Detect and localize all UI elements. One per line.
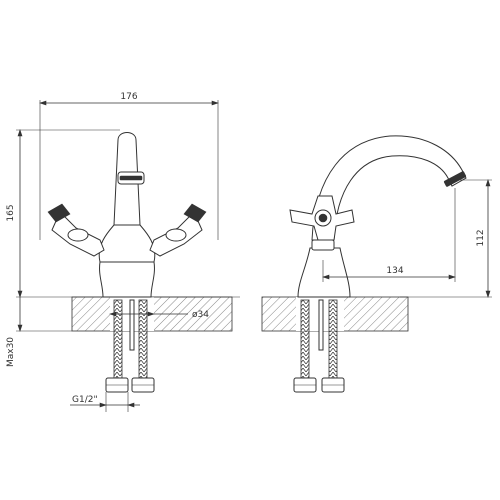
dim-thread: G1/2" bbox=[70, 392, 140, 412]
dim-spout-height-label: 112 bbox=[476, 229, 486, 246]
side-supply-hoses bbox=[293, 299, 345, 393]
dim-hole-diameter: ø34 bbox=[109, 310, 209, 320]
dim-deck-thickness: Max30 bbox=[6, 297, 72, 367]
dim-thread-label: G1/2" bbox=[72, 395, 98, 405]
dim-spout-reach: 134 bbox=[322, 188, 456, 282]
front-body-column bbox=[98, 224, 156, 263]
dim-height-label: 165 bbox=[6, 204, 16, 221]
side-body bbox=[297, 247, 351, 298]
dim-spout-height: 112 bbox=[400, 179, 492, 298]
front-right-handle bbox=[149, 203, 207, 257]
dim-spout-reach-label: 134 bbox=[386, 266, 403, 276]
side-aerator bbox=[443, 171, 467, 187]
front-aerator-ring bbox=[119, 175, 143, 181]
side-cross-handle bbox=[289, 195, 355, 251]
side-spout bbox=[311, 135, 467, 241]
side-view: 112 134 bbox=[261, 135, 492, 393]
dim-width-label: 176 bbox=[120, 92, 137, 102]
dim-hole-diameter-label: ø34 bbox=[192, 310, 209, 320]
dim-deck-thickness-label: Max30 bbox=[6, 337, 16, 367]
front-left-handle bbox=[47, 203, 105, 257]
front-supply-hoses bbox=[105, 299, 155, 393]
front-body-base bbox=[99, 261, 155, 298]
front-view: 176 165 Max30 ø34 bbox=[6, 92, 240, 412]
dim-height-overall: 165 bbox=[6, 129, 240, 298]
dim-width-overall: 176 bbox=[39, 92, 219, 240]
